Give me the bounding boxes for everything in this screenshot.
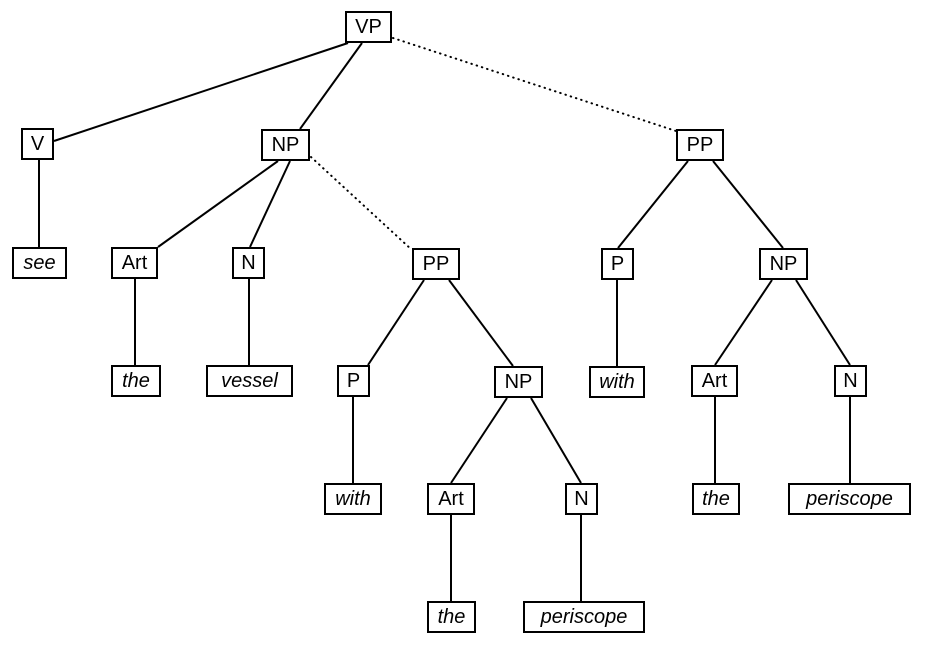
tree-node-np1: NP xyxy=(261,129,310,161)
tree-node-p_right: P xyxy=(601,248,634,280)
tree-node-label: Art xyxy=(438,488,464,510)
tree-node-label: NP xyxy=(769,253,798,275)
tree-node-vp: VP xyxy=(345,11,392,43)
tree-edge-np-mid-art xyxy=(450,397,508,484)
tree-edge-vp-pp-right xyxy=(392,37,677,132)
tree-node-label: PP xyxy=(422,253,450,275)
tree-node-label: the xyxy=(702,488,730,510)
tree-edge-np1-art1 xyxy=(157,160,279,248)
tree-node-with_right: with xyxy=(589,366,645,398)
tree-node-pp_mid: PP xyxy=(412,248,460,280)
tree-node-label: vessel xyxy=(221,370,278,392)
tree-node-p_mid: P xyxy=(337,365,370,397)
tree-node-the_mid: the xyxy=(427,601,476,633)
tree-node-label: Art xyxy=(701,370,728,392)
tree-node-label: periscope xyxy=(540,606,628,628)
tree-node-art1: Art xyxy=(111,247,158,279)
tree-node-label: Art xyxy=(121,252,148,274)
tree-edge-np1-n1 xyxy=(249,160,291,248)
tree-node-n_mid: N xyxy=(565,483,598,515)
tree-node-n_right: N xyxy=(834,365,867,397)
tree-node-label: NP xyxy=(504,371,533,393)
tree-node-see: see xyxy=(12,247,67,279)
tree-edge-pp-mid-np-mid xyxy=(448,279,514,367)
tree-edge-np-right-n xyxy=(795,279,851,366)
tree-node-label: PP xyxy=(686,134,714,156)
tree-edge-pp-right-np xyxy=(712,160,784,249)
tree-node-np_mid: NP xyxy=(494,366,543,398)
tree-node-art_mid: Art xyxy=(427,483,475,515)
tree-node-periscope_r: periscope xyxy=(788,483,911,515)
tree-edge-vp-np1 xyxy=(299,42,363,130)
tree-node-n1: N xyxy=(232,247,265,279)
tree-node-label: with xyxy=(599,371,635,393)
tree-node-label: periscope xyxy=(806,488,893,510)
tree-edge-pp-mid-p-mid xyxy=(367,279,425,366)
tree-edge-np-mid-n xyxy=(530,397,582,484)
tree-node-label: with xyxy=(335,488,371,510)
tree-node-v: V xyxy=(21,128,54,160)
tree-node-label: NP xyxy=(271,134,300,156)
tree-edge-vp-v xyxy=(53,42,349,142)
tree-node-label: N xyxy=(241,252,256,274)
tree-node-label: N xyxy=(574,488,589,510)
tree-node-the1: the xyxy=(111,365,161,397)
tree-node-label: see xyxy=(23,252,56,274)
tree-node-vessel: vessel xyxy=(206,365,293,397)
tree-node-label: P xyxy=(610,253,625,275)
tree-node-np_right: NP xyxy=(759,248,808,280)
tree-node-pp_right: PP xyxy=(676,129,724,161)
tree-node-label: V xyxy=(30,133,45,155)
tree-edge-np-right-art xyxy=(714,279,773,366)
tree-edge-np1-pp-mid xyxy=(310,156,413,251)
tree-edge-pp-right-p xyxy=(617,160,689,249)
tree-node-the_right: the xyxy=(692,483,740,515)
tree-node-label: N xyxy=(843,370,858,392)
tree-node-periscope_m: periscope xyxy=(523,601,645,633)
tree-node-label: P xyxy=(346,370,361,392)
tree-node-label: VP xyxy=(355,16,382,38)
tree-node-art_right: Art xyxy=(691,365,738,397)
tree-node-with_mid: with xyxy=(324,483,382,515)
tree-node-label: the xyxy=(122,370,150,392)
tree-node-label: the xyxy=(437,606,466,628)
